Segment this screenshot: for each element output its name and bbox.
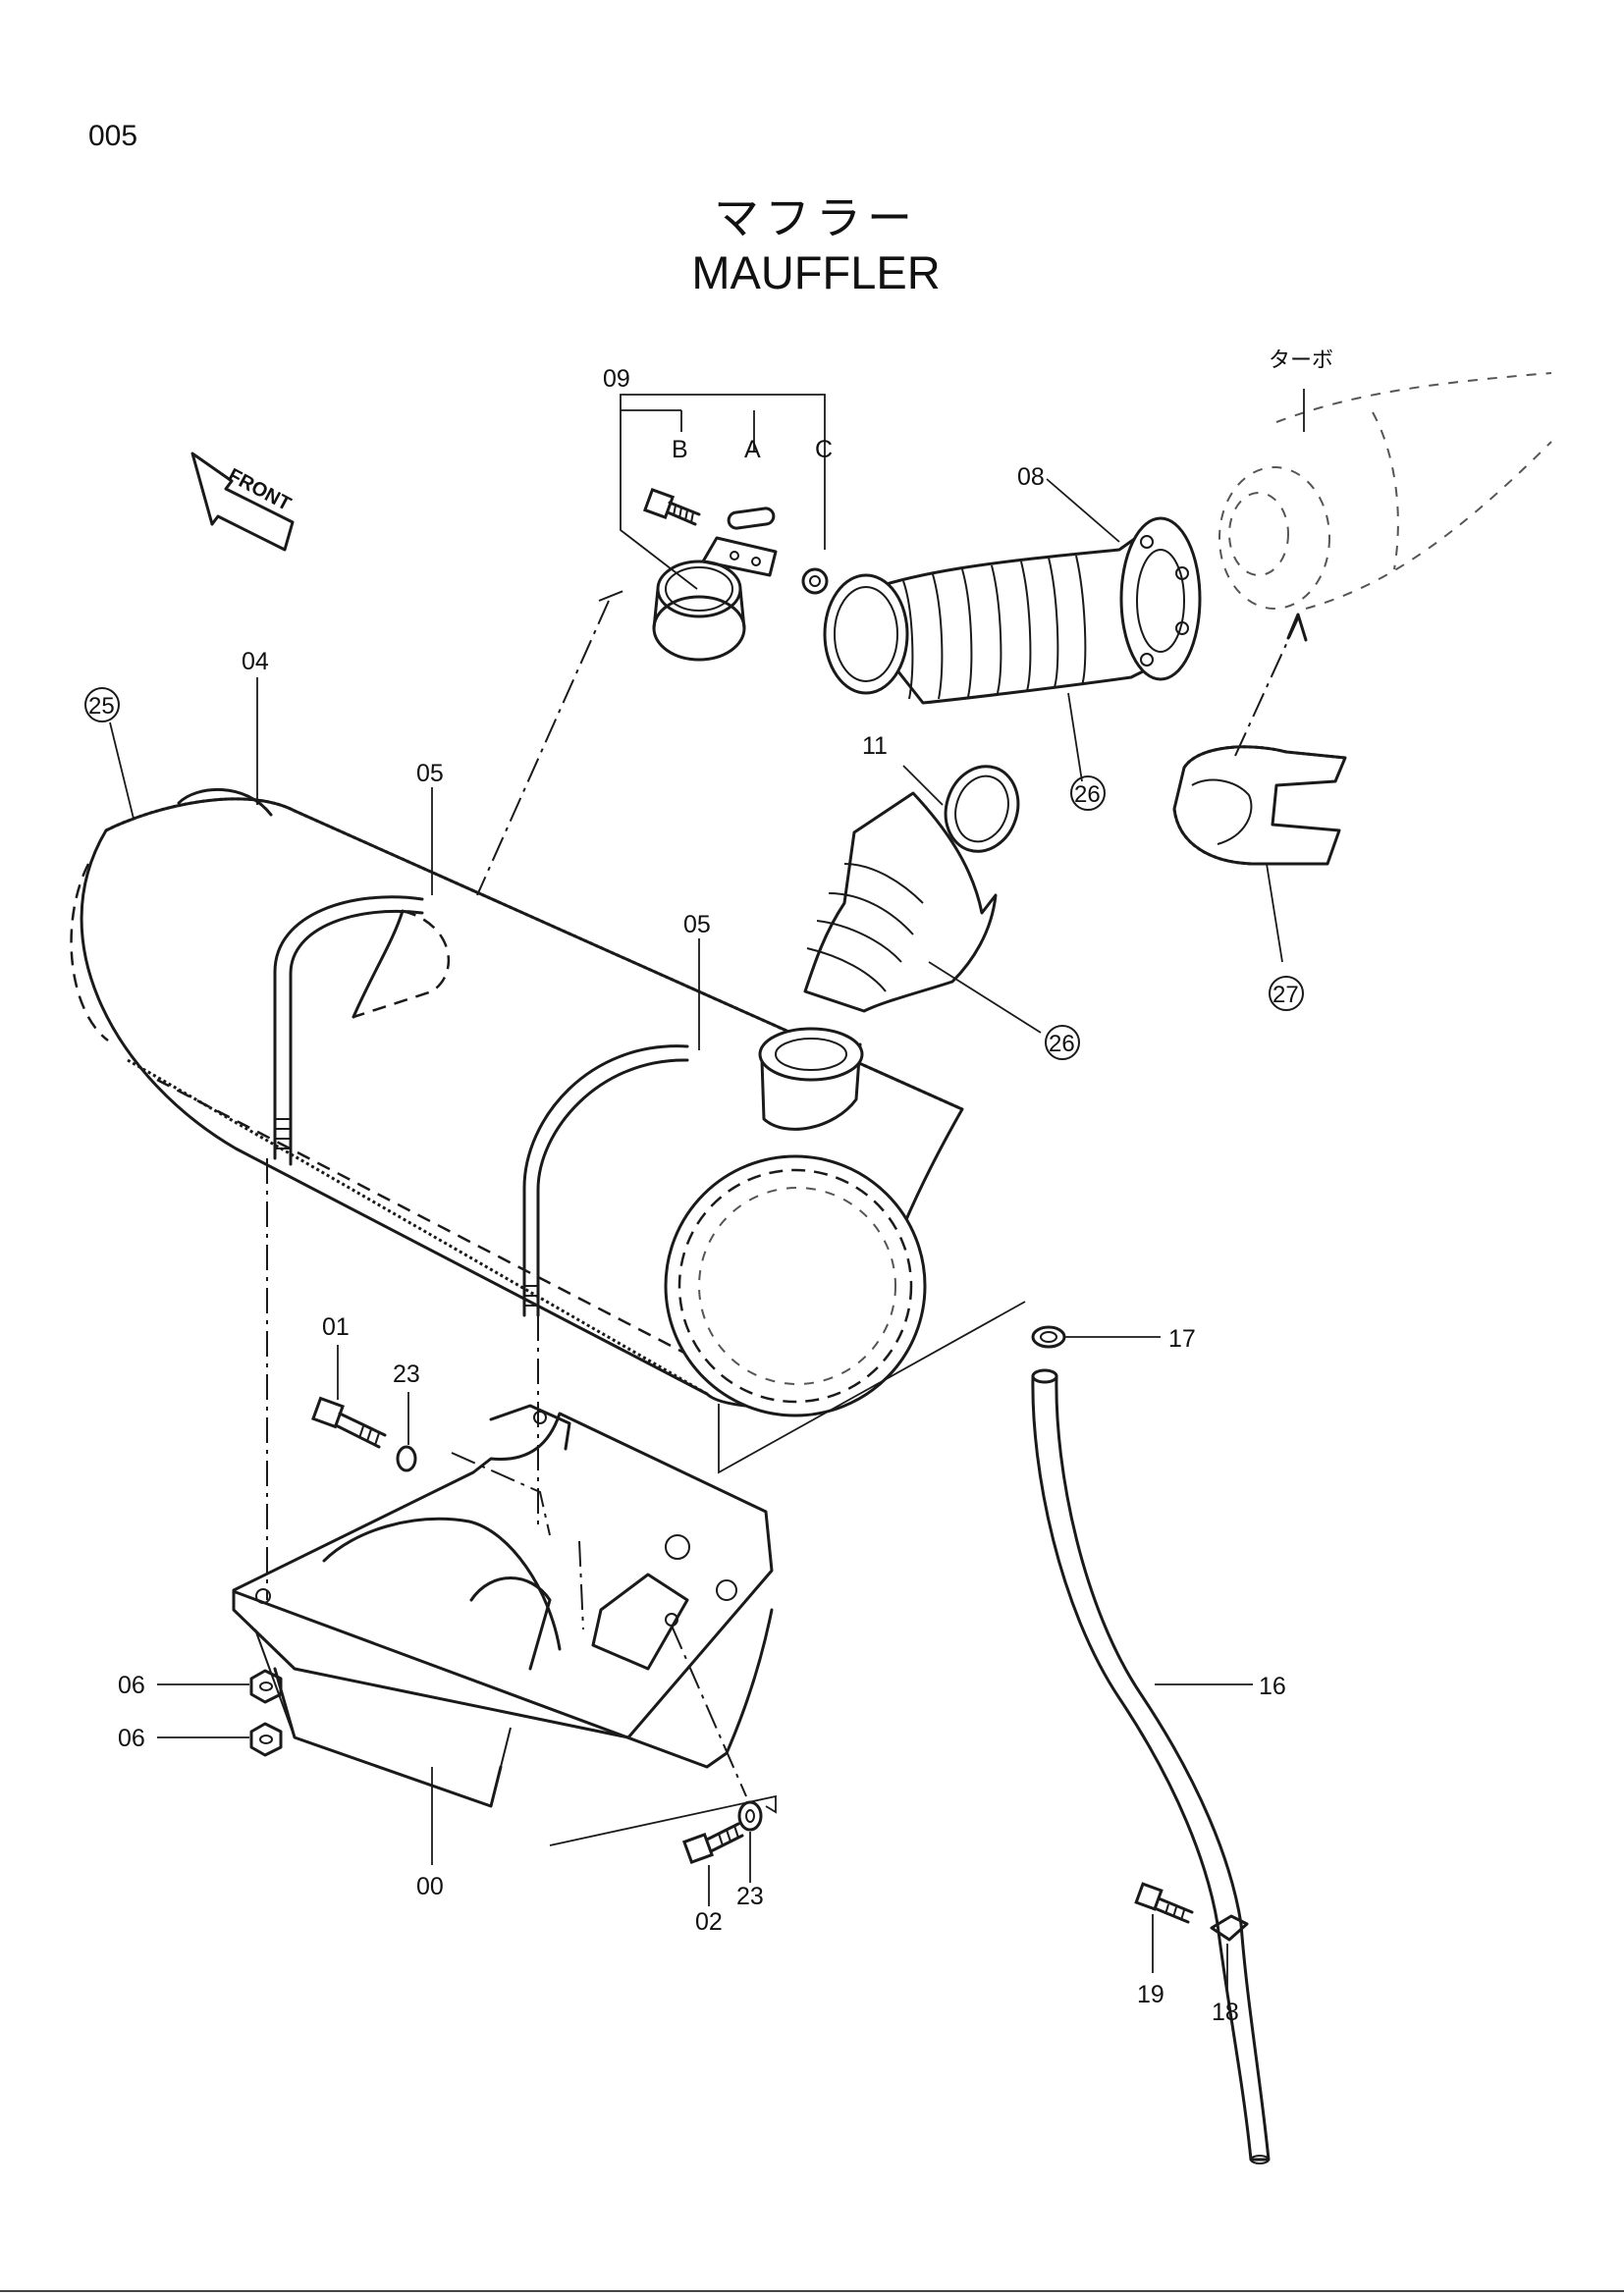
label-18: 18 [1212,1999,1239,2026]
label-05-right: 05 [683,911,711,938]
callout-circle-26-upper [1070,775,1106,811]
insulation-wrap-27: 27 [1172,745,1347,1011]
label-27: 27 [1272,982,1299,1008]
clamp-bolt-b [642,487,701,526]
label-16: 16 [1259,1673,1286,1700]
label-02: 02 [695,1908,723,1936]
front-direction-arrow: FRONT [190,452,295,552]
page-title: MAUFFLER [691,246,941,298]
flex-pipe-11: 11 26 [803,732,1080,1060]
label-05-left: 05 [416,760,444,787]
clamp-pin-a [727,507,776,530]
clamp-nut-c [801,567,829,595]
clamp-assembly-09: 09 B A C [603,365,833,662]
mounting-bracket-00: 00 [232,1404,777,1900]
label-23-upper: 23 [393,1361,420,1388]
clip-17: 17 [1031,1325,1196,1353]
nut-06-lower: 06 [118,1722,283,1757]
callout-circle-25 [84,687,120,722]
nut-06-upper: 06 [118,1669,283,1704]
turbo-reference-outline: ターボ [1218,347,1552,757]
bolt-02: 02 [681,1822,744,1936]
front-arrow-label: FRONT [225,464,295,515]
turbo-label: ターボ [1269,347,1333,372]
label-c: C [815,436,833,463]
washer-23-lower: 23 [736,1800,764,1910]
hose-clamp-18: 18 [1210,1914,1249,2026]
label-00: 00 [416,1873,444,1900]
bolt-19: 19 [1134,1882,1194,2008]
clamp-band [652,536,778,662]
label-a: A [744,436,761,463]
label-06-lower: 06 [118,1725,145,1752]
label-04: 04 [242,648,269,675]
callout-circle-26-lower [1045,1025,1080,1060]
page-number: 005 [88,120,138,152]
bottom-rule [0,2290,1624,2292]
label-08: 08 [1017,463,1045,491]
bolt-01: 01 [311,1313,387,1449]
label-b: B [672,436,688,463]
label-01: 01 [322,1313,350,1341]
label-09: 09 [603,365,630,393]
label-06-upper: 06 [118,1672,145,1699]
drain-hose-16: 16 [1031,1368,1286,2164]
label-17: 17 [1168,1325,1196,1353]
muffler-body-04: 04 05 05 25 [70,588,1026,1600]
label-23-lower: 23 [736,1883,764,1910]
label-25: 25 [88,693,115,720]
label-26-lower: 26 [1049,1031,1075,1057]
washer-23-upper: 23 [393,1361,420,1472]
label-11: 11 [862,732,888,760]
page-title-japanese: マフラー [714,191,918,244]
label-26-upper: 26 [1074,781,1101,808]
label-19: 19 [1137,1981,1164,2008]
flex-pipe-08: 08 26 [823,463,1202,811]
callout-circle-27 [1269,976,1304,1011]
